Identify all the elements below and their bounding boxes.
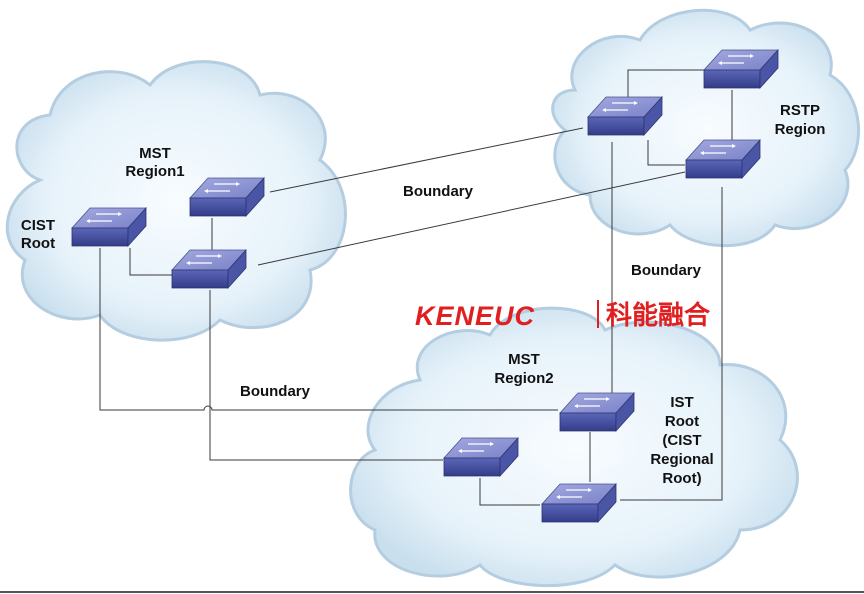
cloud-rstp-region <box>551 8 860 248</box>
region-label-rstp-line1: RSTP <box>780 102 820 119</box>
watermark-divider <box>597 300 599 328</box>
region-label-mst1-line2: Region1 <box>125 163 184 180</box>
boundary-label-right: Boundary <box>631 262 702 279</box>
watermark-latin: KENEUC <box>415 301 535 331</box>
watermark-chinese: 科能融合 <box>606 300 711 331</box>
region-label-mst2-line1: MST <box>508 351 540 368</box>
region-label-mst2-line2: Region2 <box>494 370 553 387</box>
ist-root-label-line1: IST <box>670 394 693 411</box>
cloud-mst-region2 <box>349 306 799 588</box>
ist-root-label-line2: Root <box>665 413 699 430</box>
ist-root-label-line4: Regional <box>650 451 713 468</box>
region-label-rstp-line2: Region <box>775 121 826 138</box>
keneuc-watermark: KENEUC 科能融合 <box>415 300 711 331</box>
cist-root-label-line1: CIST <box>21 217 55 234</box>
cist-root-label-line2: Root <box>21 235 55 252</box>
cloud-mst-region1 <box>5 60 347 342</box>
ist-root-label-line5: Root) <box>662 470 701 487</box>
boundary-label-top: Boundary <box>403 183 474 200</box>
ist-root-label-line3: (CIST <box>662 432 701 449</box>
region-label-mst1-line1: MST <box>139 145 171 162</box>
boundary-label-left: Boundary <box>240 383 311 400</box>
connection-lines <box>99 69 733 506</box>
